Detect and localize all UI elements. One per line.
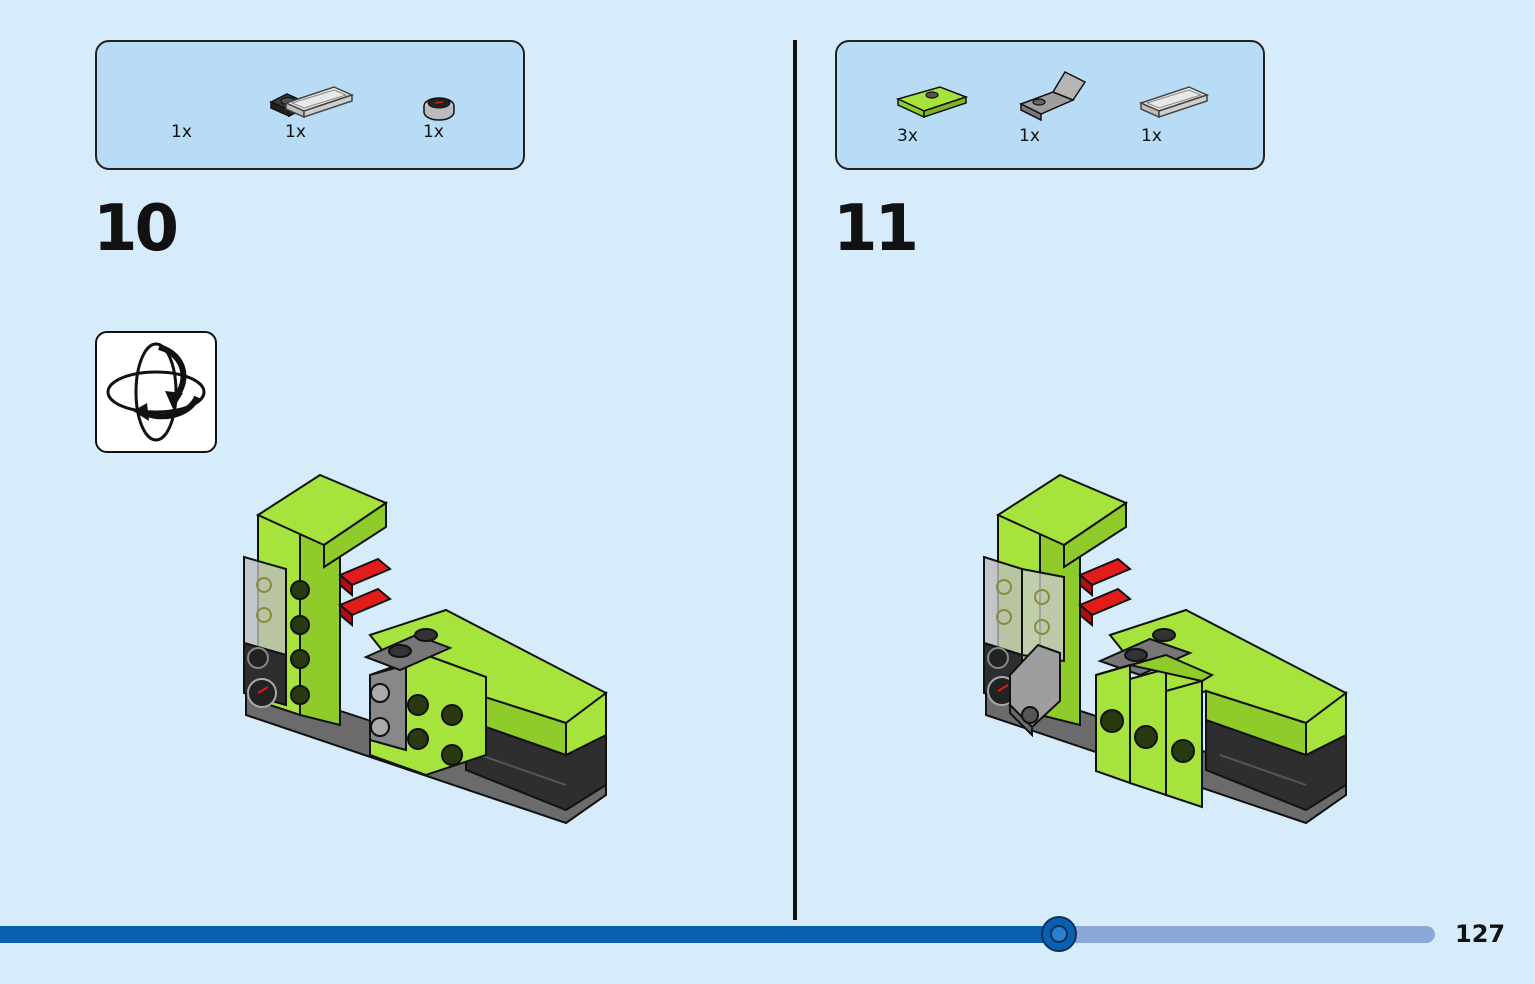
progress-fill [0,926,1059,943]
lime-jumper-plate-icon [895,86,969,119]
step-10-model-illustration [243,473,608,825]
part-qty: 3x [897,126,918,146]
grey-bracket-plate-icon [1019,71,1087,122]
step-number: 11 [833,192,919,266]
part-qty: 1x [171,122,192,142]
step-11-model-illustration [983,473,1348,825]
rotate-model-callout [95,331,217,453]
part-qty: 1x [285,122,306,142]
part-qty: 1x [423,122,444,142]
gauge-tile-icon [423,97,455,121]
progress-knob [1041,916,1077,952]
transparent-tile-icon [1138,86,1210,119]
part-qty: 1x [1141,126,1162,146]
step-10-parts-box: 1x 1x 1x [95,40,525,170]
rotate-model-icon [106,342,206,442]
page-number: 127 [1455,920,1506,948]
step-11-parts-box: 3x 1x 1x [835,40,1265,170]
step-divider [793,40,797,920]
transparent-tile-icon [283,86,355,119]
part-qty: 1x [1019,126,1040,146]
step-number: 10 [93,192,179,266]
